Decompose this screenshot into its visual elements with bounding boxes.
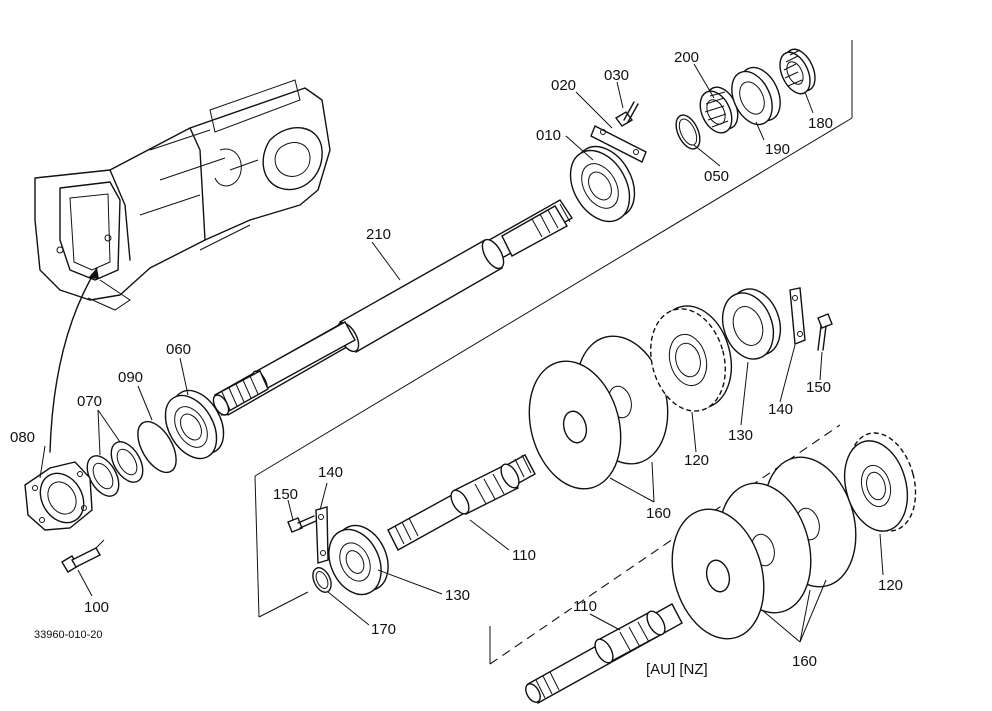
bolt-100 (61, 539, 105, 573)
gear-120-upper (650, 305, 732, 412)
callout-060: 060 (166, 341, 191, 358)
main-shaft (212, 199, 573, 417)
collar-190 (731, 66, 781, 126)
transmission-housing (34, 79, 331, 311)
callout-200: 200 (674, 49, 699, 66)
callout-120-variant: 120 (878, 577, 903, 594)
cover-080 (24, 461, 93, 531)
callout-070: 070 (77, 393, 102, 410)
rings-070 (86, 441, 144, 497)
bracket-140-upper (789, 287, 806, 345)
section-frame-upper (254, 40, 853, 618)
callout-010: 010 (536, 127, 561, 144)
callout-110-variant: 110 (573, 598, 597, 615)
bracket-020 (590, 125, 647, 163)
bearing-060 (164, 389, 225, 460)
callout-080: 080 (10, 429, 35, 446)
callout-150-upper: 150 (806, 379, 831, 396)
callout-180: 180 (808, 115, 833, 132)
callout-210: 210 (366, 226, 391, 243)
callout-160-upper: 160 (646, 505, 671, 522)
callout-130-lower: 130 (445, 587, 470, 604)
bearing-130-upper (721, 288, 782, 360)
snap-ring-050 (675, 114, 701, 150)
callout-120-upper: 120 (684, 452, 709, 469)
bearing-010 (569, 145, 636, 223)
callout-110-upper: 110 (512, 547, 536, 564)
callout-090: 090 (118, 369, 143, 386)
callout-030: 030 (604, 67, 629, 84)
shaft-110-variant (525, 603, 683, 704)
shaft-110-upper (387, 454, 536, 551)
callout-140-upper: 140 (768, 401, 793, 418)
callout-020: 020 (551, 77, 576, 94)
callout-150-lower: 150 (273, 486, 298, 503)
gear-180 (779, 48, 816, 95)
figure-code: 33960-010-20 (34, 629, 103, 641)
callout-100: 100 (84, 599, 109, 616)
disc-160-front (528, 360, 622, 490)
gear-120-variant (843, 432, 917, 532)
callout-130-upper: 130 (728, 427, 753, 444)
bearing-130-lower (328, 524, 389, 596)
variant-note: [AU] [NZ] (646, 661, 708, 678)
callout-140-lower: 140 (318, 464, 343, 481)
callout-050: 050 (704, 168, 729, 185)
disc-160-variant-c (671, 508, 765, 640)
callout-170: 170 (371, 621, 396, 638)
callout-190: 190 (765, 141, 790, 158)
bracket-140-lower (315, 506, 329, 564)
callout-labels: 020 030 010 200 050 190 180 210 060 090 … (10, 49, 903, 670)
callout-160-variant: 160 (792, 653, 817, 670)
assembly-arrow (49, 267, 99, 453)
o-ring-090 (137, 420, 177, 474)
snap-ring-170 (312, 567, 332, 593)
bolt-150-lower (287, 515, 317, 533)
bolt-030 (614, 101, 639, 127)
bolt-150-upper (817, 313, 833, 351)
leader-lines (39, 63, 884, 643)
